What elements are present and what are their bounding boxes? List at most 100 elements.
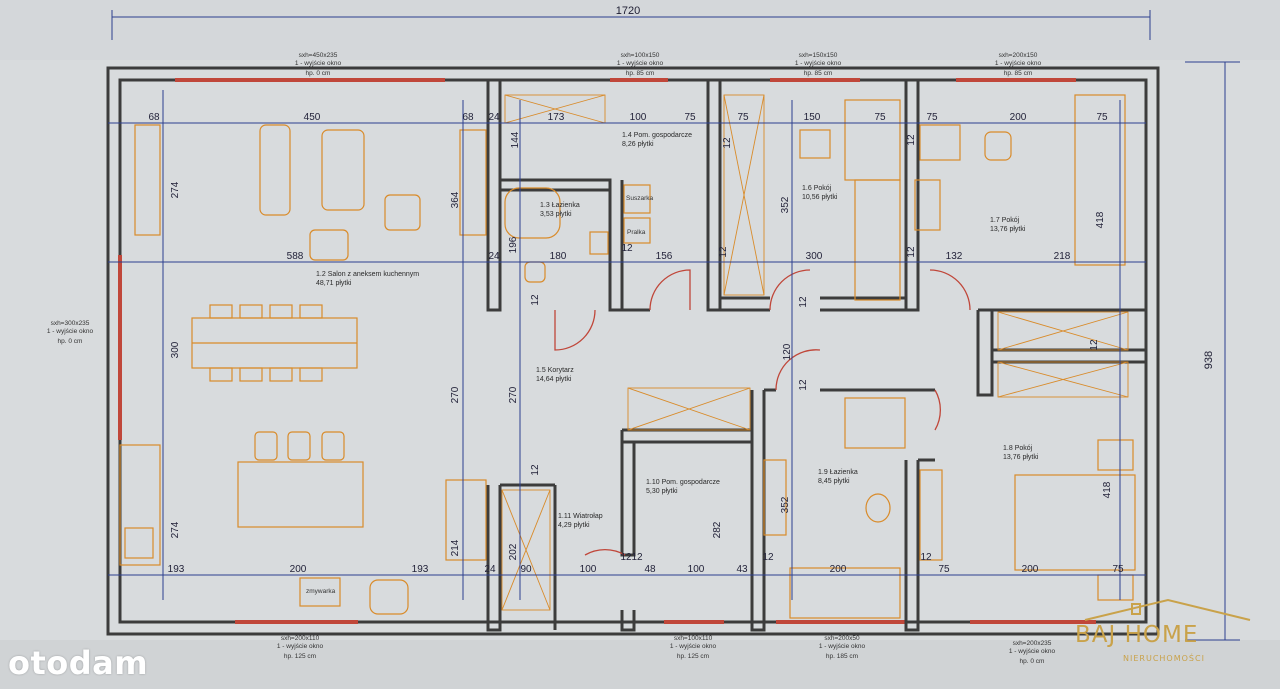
svg-text:75: 75	[1112, 564, 1124, 575]
svg-text:1 - wyjście okno: 1 - wyjście okno	[295, 60, 342, 67]
svg-text:200: 200	[830, 564, 847, 575]
svg-text:hp. 125 cm: hp. 125 cm	[677, 653, 709, 660]
window-annotations: sxh=450x235 1 - wyjście okno hp. 0 cm sx…	[47, 52, 1056, 665]
svg-text:hp. 85 cm: hp. 85 cm	[1004, 70, 1033, 77]
svg-text:sxh=200x50: sxh=200x50	[824, 635, 860, 642]
svg-text:1 - wyjście okno: 1 - wyjście okno	[995, 60, 1042, 67]
svg-text:1 - wyjście okno: 1 - wyjście okno	[795, 60, 842, 67]
door-swings	[554, 269, 971, 556]
svg-text:75: 75	[737, 112, 749, 123]
svg-text:1 - wyjście okno: 1 - wyjście okno	[670, 643, 717, 650]
svg-text:12: 12	[798, 379, 809, 391]
svg-text:12: 12	[530, 464, 541, 476]
wall-thickness-labels: 12 12 12 12 12 12 12 12 12 12	[530, 134, 1100, 476]
svg-text:12: 12	[530, 294, 541, 306]
dimension-lines	[108, 90, 1146, 600]
bottom-dimension-labels: 193 200 193 24 90 100 48 100 43 200 75 2…	[168, 552, 1124, 575]
windows	[118, 78, 1096, 624]
svg-text:12: 12	[621, 243, 633, 254]
svg-text:352: 352	[780, 496, 791, 513]
svg-text:75: 75	[874, 112, 886, 123]
overall-width-label: 1720	[616, 5, 640, 17]
room-1-10-label: 1.10 Pom. gospodarcze 5,30 płytki	[646, 479, 720, 495]
svg-text:100: 100	[580, 564, 597, 575]
svg-text:sxh=200x110: sxh=200x110	[281, 635, 320, 642]
svg-text:75: 75	[926, 112, 938, 123]
svg-text:hp. 0 cm: hp. 0 cm	[1020, 658, 1045, 665]
svg-text:sxh=200x235: sxh=200x235	[1013, 640, 1052, 647]
svg-text:588: 588	[287, 251, 304, 262]
svg-text:132: 132	[946, 251, 963, 262]
overall-height-label: 938	[1203, 351, 1215, 369]
svg-text:hp. 185 cm: hp. 185 cm	[826, 653, 858, 660]
room-1-2-label: 1.2 Salon z aneksem kuchennym 48,71 płyt…	[316, 271, 419, 287]
svg-text:418: 418	[1102, 481, 1113, 498]
svg-text:sxh=150x150: sxh=150x150	[799, 52, 838, 59]
room-1-4-label: 1.4 Pom. gospodarcze 8,26 płytki	[622, 132, 692, 148]
svg-text:1.8 Pokój: 1.8 Pokój	[1003, 445, 1033, 452]
svg-text:3,53 płytki: 3,53 płytki	[540, 211, 572, 218]
svg-text:120: 120	[782, 343, 793, 360]
svg-text:1.5 Korytarz: 1.5 Korytarz	[536, 367, 574, 374]
middle-dimension-labels: 588 24 180 156 300 132 218	[287, 251, 1071, 262]
svg-text:43: 43	[736, 564, 748, 575]
svg-text:12: 12	[1089, 339, 1100, 351]
svg-text:144: 144	[510, 131, 521, 148]
svg-text:1 - wyjście okno: 1 - wyjście okno	[47, 328, 94, 335]
svg-text:12: 12	[718, 246, 729, 258]
svg-text:200: 200	[1010, 112, 1027, 123]
svg-text:1 - wyjście okno: 1 - wyjście okno	[1009, 648, 1056, 655]
svg-text:173: 173	[548, 112, 565, 123]
svg-text:1.9 Łazienka: 1.9 Łazienka	[818, 469, 858, 476]
svg-text:12: 12	[906, 134, 917, 146]
svg-text:418: 418	[1095, 211, 1106, 228]
svg-text:5,30 płytki: 5,30 płytki	[646, 488, 678, 495]
overall-height-dimension	[1185, 61, 1240, 641]
svg-text:68: 68	[462, 112, 474, 123]
furniture	[119, 94, 1136, 619]
logo-sub: NIERUCHOMOŚCI	[1123, 654, 1205, 663]
room-1-3-label: 1.3 Łazienka 3,53 płytki	[540, 202, 580, 218]
svg-text:48: 48	[644, 564, 656, 575]
svg-text:12: 12	[620, 552, 632, 563]
svg-text:1.11 Wiatrołap: 1.11 Wiatrołap	[558, 513, 603, 520]
svg-text:352: 352	[780, 196, 791, 213]
svg-text:282: 282	[712, 521, 723, 538]
svg-text:1.10 Pom. gospodarcze: 1.10 Pom. gospodarcze	[646, 479, 720, 486]
svg-text:4,29 płytki: 4,29 płytki	[558, 522, 590, 529]
svg-text:hp. 0 cm: hp. 0 cm	[58, 338, 83, 345]
svg-text:150: 150	[804, 112, 821, 123]
otodam-watermark: otodam	[8, 644, 149, 682]
svg-text:193: 193	[412, 564, 429, 575]
svg-text:1.4 Pom. gospodarcze: 1.4 Pom. gospodarcze	[622, 132, 692, 139]
svg-text:sxh=300x235: sxh=300x235	[51, 320, 90, 327]
dryer-label: Suszarka	[626, 195, 653, 202]
svg-text:1.2 Salon z aneksem kuchennym: 1.2 Salon z aneksem kuchennym	[316, 271, 419, 278]
svg-text:196: 196	[508, 236, 519, 253]
dishwasher-label: zmywarka	[306, 588, 336, 595]
svg-text:68: 68	[148, 112, 160, 123]
svg-text:300: 300	[806, 251, 823, 262]
room-1-5-label: 1.5 Korytarz 14,64 płytki	[536, 367, 574, 383]
svg-text:8,45 płytki: 8,45 płytki	[818, 478, 850, 485]
svg-text:hp. 85 cm: hp. 85 cm	[804, 70, 833, 77]
room-1-9-label: 1.9 Łazienka 8,45 płytki	[818, 469, 858, 485]
svg-text:75: 75	[684, 112, 696, 123]
svg-text:274: 274	[170, 181, 181, 198]
svg-text:48,71 płytki: 48,71 płytki	[316, 280, 352, 287]
svg-text:sxh=200x150: sxh=200x150	[999, 52, 1038, 59]
svg-text:10,56 płytki: 10,56 płytki	[802, 194, 838, 201]
room-1-7-label: 1.7 Pokój 13,76 płytki	[990, 217, 1026, 233]
top-dimension-labels: 68 450 68 24 173 100 75 75 150 75 75 200…	[148, 112, 1108, 148]
baj-home-logo: BAJ HOME NIERUCHOMOŚCI	[1063, 588, 1271, 680]
svg-text:24: 24	[484, 564, 496, 575]
svg-text:12: 12	[722, 137, 733, 149]
overall-width-dimension	[111, 10, 1151, 40]
svg-text:100: 100	[688, 564, 705, 575]
svg-text:1.3 Łazienka: 1.3 Łazienka	[540, 202, 580, 209]
svg-text:202: 202	[508, 543, 519, 560]
logo-roof-icon	[1084, 598, 1251, 621]
svg-text:300: 300	[170, 341, 181, 358]
svg-text:1.7 Pokój: 1.7 Pokój	[990, 217, 1020, 224]
svg-text:14,64 płytki: 14,64 płytki	[536, 376, 572, 383]
